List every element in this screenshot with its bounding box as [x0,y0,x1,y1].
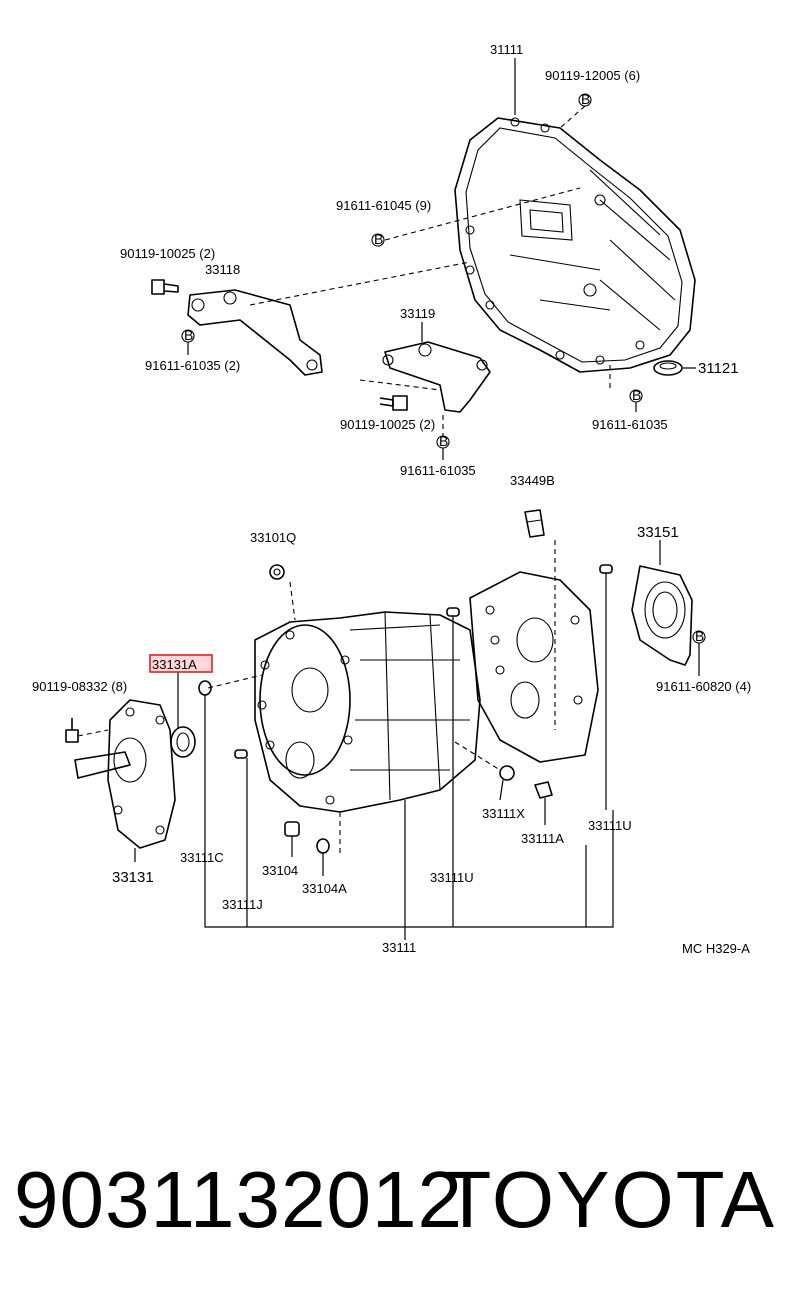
label-33101Q: 33101Q [250,530,296,545]
bolt-symbol: B [695,628,704,644]
label-33118: 33118 [205,262,240,277]
part-number: 9031132012 [14,1155,463,1244]
oil-seal-33131A[interactable] [170,726,196,758]
bolt-symbol: B [439,433,448,449]
label-90119-10025-b: 90119-10025 (2) [340,417,435,432]
bracket-33118[interactable] [187,289,323,376]
label-33111J: 33111J [222,897,263,912]
dowel-pin-33111U-a[interactable] [599,564,613,574]
label-31111: 31111 [490,42,523,57]
label-33151: 33151 [637,524,679,541]
label-91611-60820: 91611-60820 (4) [656,679,751,694]
label-33111U-b: 33111U [430,870,474,885]
label-90119-12005: 90119-12005 (6) [545,68,640,83]
reference-code: MC H329-A [682,941,750,956]
clip-33449B[interactable] [524,509,545,538]
bolt-90119-08332[interactable] [65,718,79,743]
transfer-adapter-plate[interactable] [469,571,599,763]
front-bearing-retainer-33131[interactable] [74,699,176,849]
label-90119-10025-a: 90119-10025 (2) [120,246,215,261]
label-33131: 33131 [112,869,154,886]
label-33104: 33104 [262,863,298,878]
dowel-pin-33111U-b[interactable] [446,607,460,617]
plug-31121[interactable] [653,360,683,376]
bracket-33119[interactable] [382,341,491,413]
label-90119-08332: 90119-08332 (8) [32,679,127,694]
bolt-symbol: B [632,387,641,403]
label-33111: 33111 [382,940,416,955]
bolt-90119-10025-a[interactable] [151,279,179,295]
bell-housing-31111[interactable] [454,117,696,373]
bolt-90119-10025-b[interactable] [379,395,408,411]
dowel-pin-33111J[interactable] [234,749,248,759]
plug-33111X[interactable] [499,765,515,781]
bolt-symbol: B [581,91,590,107]
label-33119: 33119 [400,306,435,321]
label-33449B: 33449B [510,473,555,488]
label-91611-61035-b: 91611-61035 [400,463,476,478]
label-91611-61045: 91611-61045 (9) [336,198,431,213]
label-91611-61035-a: 91611-61035 (2) [145,358,240,373]
highlight-box-33131A [149,654,213,673]
label-33111A: 33111A [521,831,564,846]
bolt-symbol: B [184,327,193,343]
part-footer: 9031132012 TOYOTA [0,1150,792,1260]
bolt-symbol: B [374,231,383,247]
label-33104A: 33104A [302,881,347,896]
transmission-case-33111[interactable] [254,611,481,813]
label-33111U-a: 33111U [588,818,632,833]
plug-33101Q[interactable] [269,564,285,580]
gasket-33104A[interactable] [316,838,330,854]
label-33131A[interactable]: 33131A [152,657,197,672]
retainer-33151[interactable] [631,565,693,666]
label-91611-61035-c: 91611-61035 [592,417,668,432]
plug-33104[interactable] [284,821,300,837]
label-33111C: 33111C [180,850,224,865]
brand-name: TOYOTA [442,1155,776,1244]
label-31121: 31121 [698,360,739,377]
label-33111X: 33111X [482,806,525,821]
exploded-parts-diagram: 31111 B 90119-12005 (6) B 91611-61045 (9… [32,42,751,956]
breather-33111A[interactable] [534,781,553,799]
